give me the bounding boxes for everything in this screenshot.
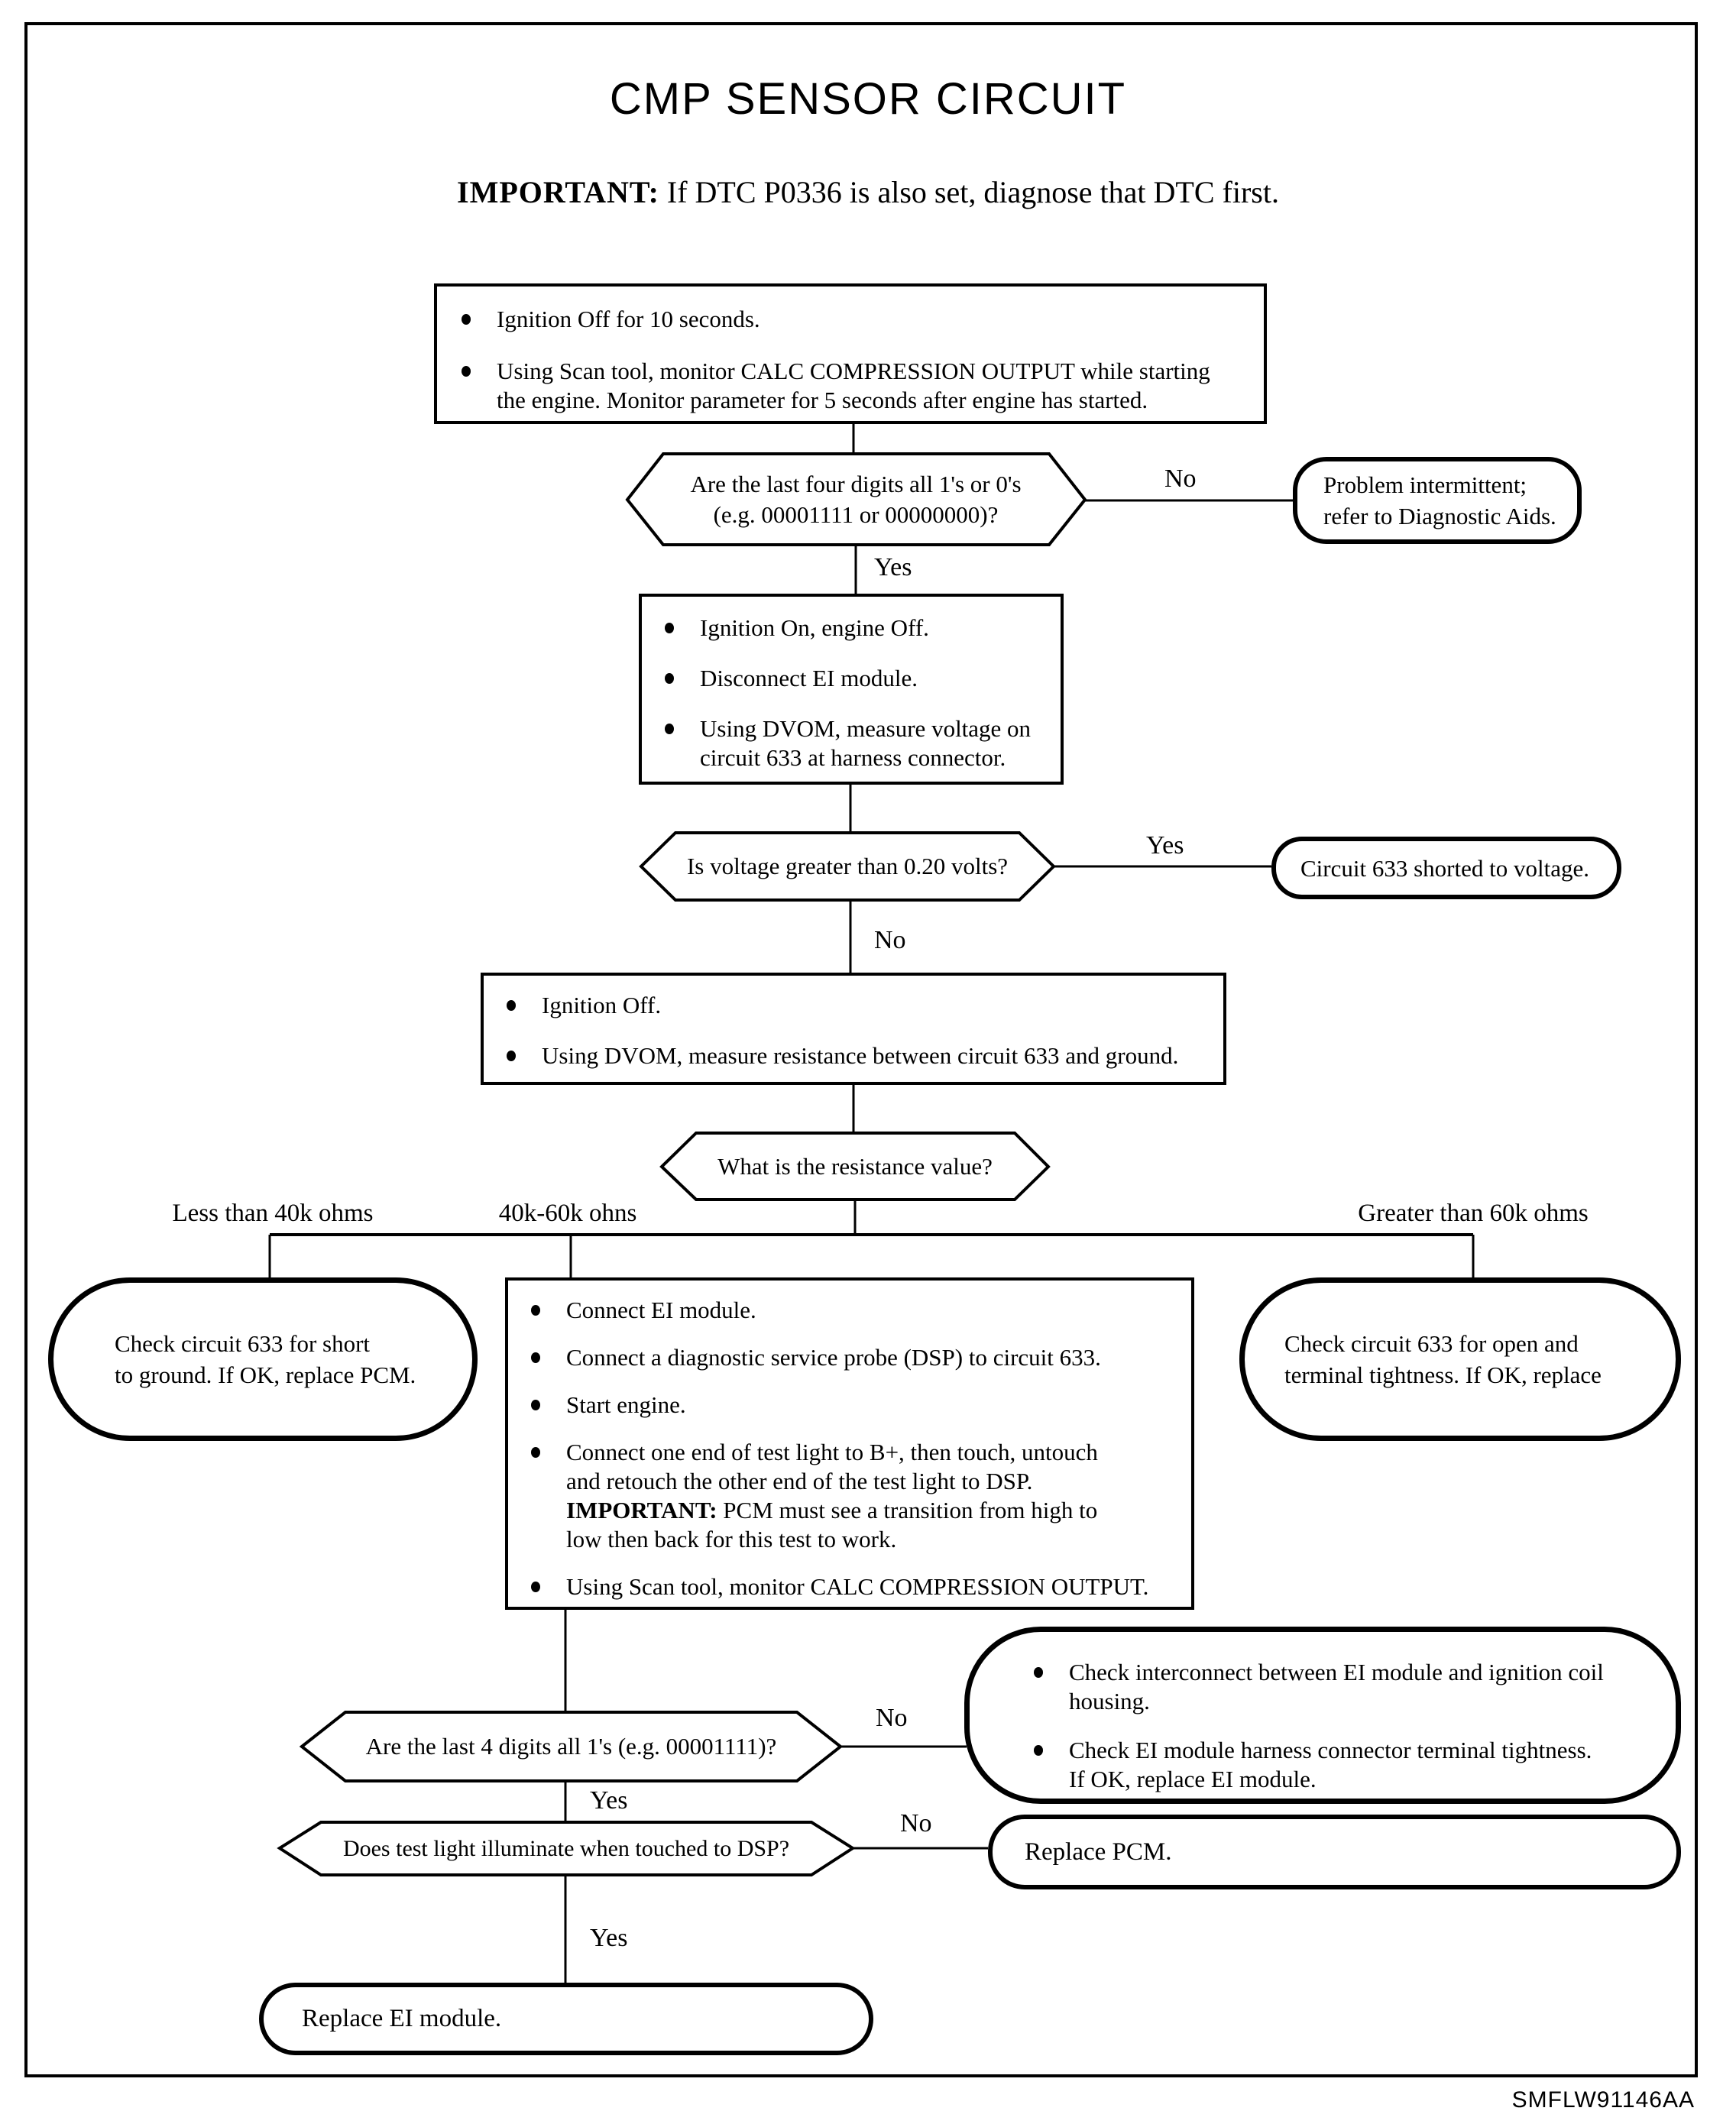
bullet-dot-icon: [462, 366, 471, 377]
list-item: Using DVOM, measure resistance between c…: [507, 1041, 1219, 1070]
decision-resistance-value: What is the resistance value?: [717, 1152, 993, 1180]
process-step-2: Ignition On, engine Off. Disconnect EI m…: [639, 594, 1064, 785]
terminal-replace-ei-module: Replace EI module.: [259, 1983, 873, 2055]
terminal-text: Check circuit 633 for open and terminal …: [1284, 1330, 1602, 1388]
decision1-yes-label: Yes: [874, 553, 912, 581]
decision5-no-label: No: [900, 1809, 932, 1837]
list-item: Start engine.: [531, 1391, 1188, 1420]
list-item: Check interconnect between EI module and…: [1034, 1658, 1673, 1716]
bullet-text: Using DVOM, measure resistance between c…: [542, 1042, 1179, 1069]
bullet-text: Connect EI module.: [566, 1297, 756, 1323]
decision2-no-label: No: [874, 926, 906, 954]
bullet-text: Check interconnect between EI module and…: [1069, 1659, 1604, 1714]
bullet-dot-icon: [531, 1352, 540, 1363]
bullet-text-part: Connect one end of test light to B+, the…: [566, 1439, 1098, 1494]
bullet-dot-icon: [665, 673, 674, 684]
decision-last-four-digits: Are the last four digits all 1's or 0's …: [690, 470, 1022, 528]
document-code: SMFLW91146AA: [1511, 2087, 1695, 2113]
bullet-text: Using DVOM, measure voltage on circuit 6…: [700, 715, 1032, 771]
bullet-dot-icon: [1034, 1745, 1043, 1756]
list-item: Check EI module harness connector termin…: [1034, 1736, 1673, 1794]
process-step-1: Ignition Off for 10 seconds. Using Scan …: [434, 283, 1267, 424]
bullet-text: Ignition On, engine Off.: [700, 614, 929, 641]
bullet-text: Using Scan tool, monitor CALC COMPRESSIO…: [566, 1573, 1149, 1600]
decision3-hexagon: [659, 1132, 1051, 1201]
list-item: Using DVOM, measure voltage on circuit 6…: [665, 714, 1056, 772]
bullet-dot-icon: [507, 1000, 516, 1011]
bullet-text: Ignition Off for 10 seconds.: [497, 306, 760, 332]
important-text: If DTC P0336 is also set, diagnose that …: [659, 175, 1279, 209]
bullet-dot-icon: [531, 1305, 540, 1316]
important-inline-label: IMPORTANT:: [566, 1497, 717, 1523]
page-title: CMP SENSOR CIRCUIT: [609, 74, 1127, 124]
list-item: Ignition Off.: [507, 991, 1219, 1020]
decision2-yes-label: Yes: [1146, 831, 1184, 860]
branch-label-40k-60k: 40k-60k ohns: [498, 1200, 637, 1227]
decision-last-4-digits-all-1s: Are the last 4 digits all 1's (e.g. 0000…: [365, 1733, 777, 1760]
important-label: IMPORTANT:: [457, 175, 659, 209]
bullet-text: Ignition Off.: [542, 992, 662, 1018]
list-item: Ignition On, engine Off.: [665, 614, 1056, 643]
list-item: Ignition Off for 10 seconds.: [462, 305, 1256, 334]
terminal-replace-pcm: Replace PCM.: [988, 1815, 1681, 1889]
bullet-text: Disconnect EI module.: [700, 665, 918, 691]
terminal-problem-intermittent: Problem intermittent; refer to Diagnosti…: [1293, 457, 1582, 544]
bullet-dot-icon: [462, 314, 471, 325]
terminal-short-to-ground: Check circuit 633 for short to ground. I…: [48, 1277, 478, 1441]
terminal-text: Check circuit 633 for short to ground. I…: [115, 1330, 416, 1388]
terminal-open-terminal-tightness: Check circuit 633 for open and terminal …: [1239, 1277, 1681, 1441]
branch-label-greater-60k: Greater than 60k ohms: [1358, 1200, 1589, 1227]
bullet-dot-icon: [507, 1051, 516, 1061]
list-item: Connect one end of test light to B+, the…: [531, 1438, 1188, 1554]
page-border: [24, 22, 1698, 2077]
list-item: Connect EI module.: [531, 1296, 1188, 1325]
bullet-text: Check EI module harness connector termin…: [1069, 1737, 1592, 1792]
decision1-no-label: No: [1164, 465, 1197, 493]
bullet-text: Connect a diagnostic service probe (DSP)…: [566, 1344, 1101, 1371]
decision-test-light-illuminate: Does test light illuminate when touched …: [342, 1835, 790, 1861]
list-item: Connect a diagnostic service probe (DSP)…: [531, 1343, 1188, 1372]
process-step-4: Connect EI module. Connect a diagnostic …: [505, 1277, 1194, 1610]
decision-voltage: Is voltage greater than 0.20 volts?: [686, 853, 1009, 879]
terminal-text: Replace PCM.: [1025, 1837, 1172, 1866]
branch-label-less-40k: Less than 40k ohms: [172, 1200, 374, 1227]
terminal-shorted-to-voltage: Circuit 633 shorted to voltage.: [1271, 837, 1621, 899]
bullet-text-part: PCM must see a transition from high to l…: [566, 1497, 1098, 1553]
important-note: IMPORTANT: If DTC P0336 is also set, dia…: [0, 174, 1736, 210]
list-item: Using Scan tool, monitor CALC COMPRESSIO…: [462, 357, 1256, 415]
bullet-dot-icon: [531, 1582, 540, 1592]
terminal-text: Circuit 633 shorted to voltage.: [1300, 854, 1589, 882]
bullet-dot-icon: [531, 1447, 540, 1458]
terminal-text: Problem intermittent; refer to Diagnosti…: [1323, 471, 1556, 529]
terminal-check-interconnect: Check interconnect between EI module and…: [964, 1627, 1681, 1804]
bullet-dot-icon: [665, 623, 674, 633]
terminal-text: Replace EI module.: [302, 2005, 502, 2032]
decision4-yes-label: Yes: [590, 1786, 628, 1815]
process-step-3: Ignition Off. Using DVOM, measure resist…: [481, 973, 1226, 1085]
list-item: Using Scan tool, monitor CALC COMPRESSIO…: [531, 1572, 1188, 1601]
decision5-yes-label: Yes: [590, 1924, 628, 1952]
bullet-text: Start engine.: [566, 1391, 686, 1418]
list-item: Disconnect EI module.: [665, 664, 1056, 693]
bullet-text: Connect one end of test light to B+, the…: [566, 1438, 1098, 1554]
decision4-no-label: No: [876, 1704, 908, 1732]
bullet-dot-icon: [665, 724, 674, 734]
bullet-dot-icon: [531, 1400, 540, 1410]
bullet-dot-icon: [1034, 1667, 1043, 1678]
bullet-text: Using Scan tool, monitor CALC COMPRESSIO…: [497, 358, 1210, 413]
